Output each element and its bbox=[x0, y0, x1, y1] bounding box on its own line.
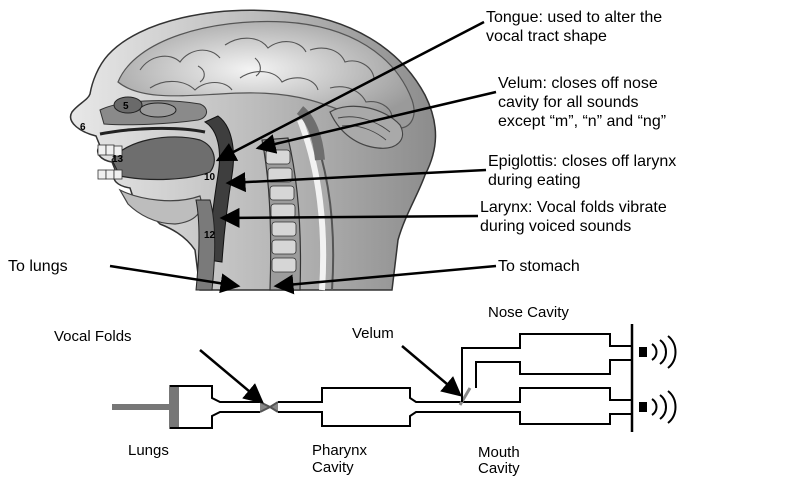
sound-wave-icon bbox=[640, 336, 676, 368]
label-pharynx-line-1: Pharynx bbox=[312, 442, 367, 460]
model-arrows bbox=[200, 346, 460, 402]
label-epiglottis-line-1: Epiglottis: closes off larynx bbox=[488, 152, 676, 171]
mouth-chamber bbox=[470, 388, 632, 424]
head-number-6: 6 bbox=[80, 122, 86, 133]
label-mouth-line-2: Cavity bbox=[478, 460, 520, 478]
pharynx-chamber bbox=[278, 388, 470, 426]
head-number-10: 10 bbox=[204, 172, 216, 183]
head-illustration: 5 6 13 10 12 bbox=[71, 10, 436, 290]
label-lungs: Lungs bbox=[128, 442, 169, 460]
lungs-piston-head bbox=[170, 386, 178, 428]
label-to-stomach: To stomach bbox=[498, 257, 580, 276]
label-tongue-line-2: vocal tract shape bbox=[486, 27, 607, 46]
label-larynx-line-2: during voiced sounds bbox=[480, 217, 631, 236]
arrow-vocal-folds bbox=[200, 350, 262, 402]
head-number-12: 12 bbox=[204, 230, 216, 241]
nose-branch bbox=[462, 334, 632, 402]
label-vocal-folds: Vocal Folds bbox=[54, 328, 132, 346]
label-velum-line-2: cavity for all sounds bbox=[498, 93, 639, 112]
larynx-trachea bbox=[196, 200, 215, 290]
nasal-concha bbox=[140, 103, 176, 117]
label-velum-model: Velum bbox=[352, 325, 394, 343]
label-tongue-line-1: Tongue: used to alter the bbox=[486, 8, 662, 27]
label-epiglottis-line-2: during eating bbox=[488, 171, 581, 190]
label-to-lungs: To lungs bbox=[8, 257, 68, 276]
label-larynx-line-1: Larynx: Vocal folds vibrate bbox=[480, 198, 667, 217]
sound-wave-icon bbox=[640, 391, 676, 423]
lungs-chamber bbox=[170, 386, 260, 428]
label-pharynx-line-2: Cavity bbox=[312, 459, 354, 477]
head-number-13: 13 bbox=[112, 154, 124, 165]
label-velum-line-3: except “m”, “n” and “ng” bbox=[498, 112, 666, 131]
label-nose-cavity: Nose Cavity bbox=[488, 304, 569, 322]
label-velum-line-1: Velum: closes off nose bbox=[498, 74, 658, 93]
head-number-5: 5 bbox=[123, 101, 129, 112]
